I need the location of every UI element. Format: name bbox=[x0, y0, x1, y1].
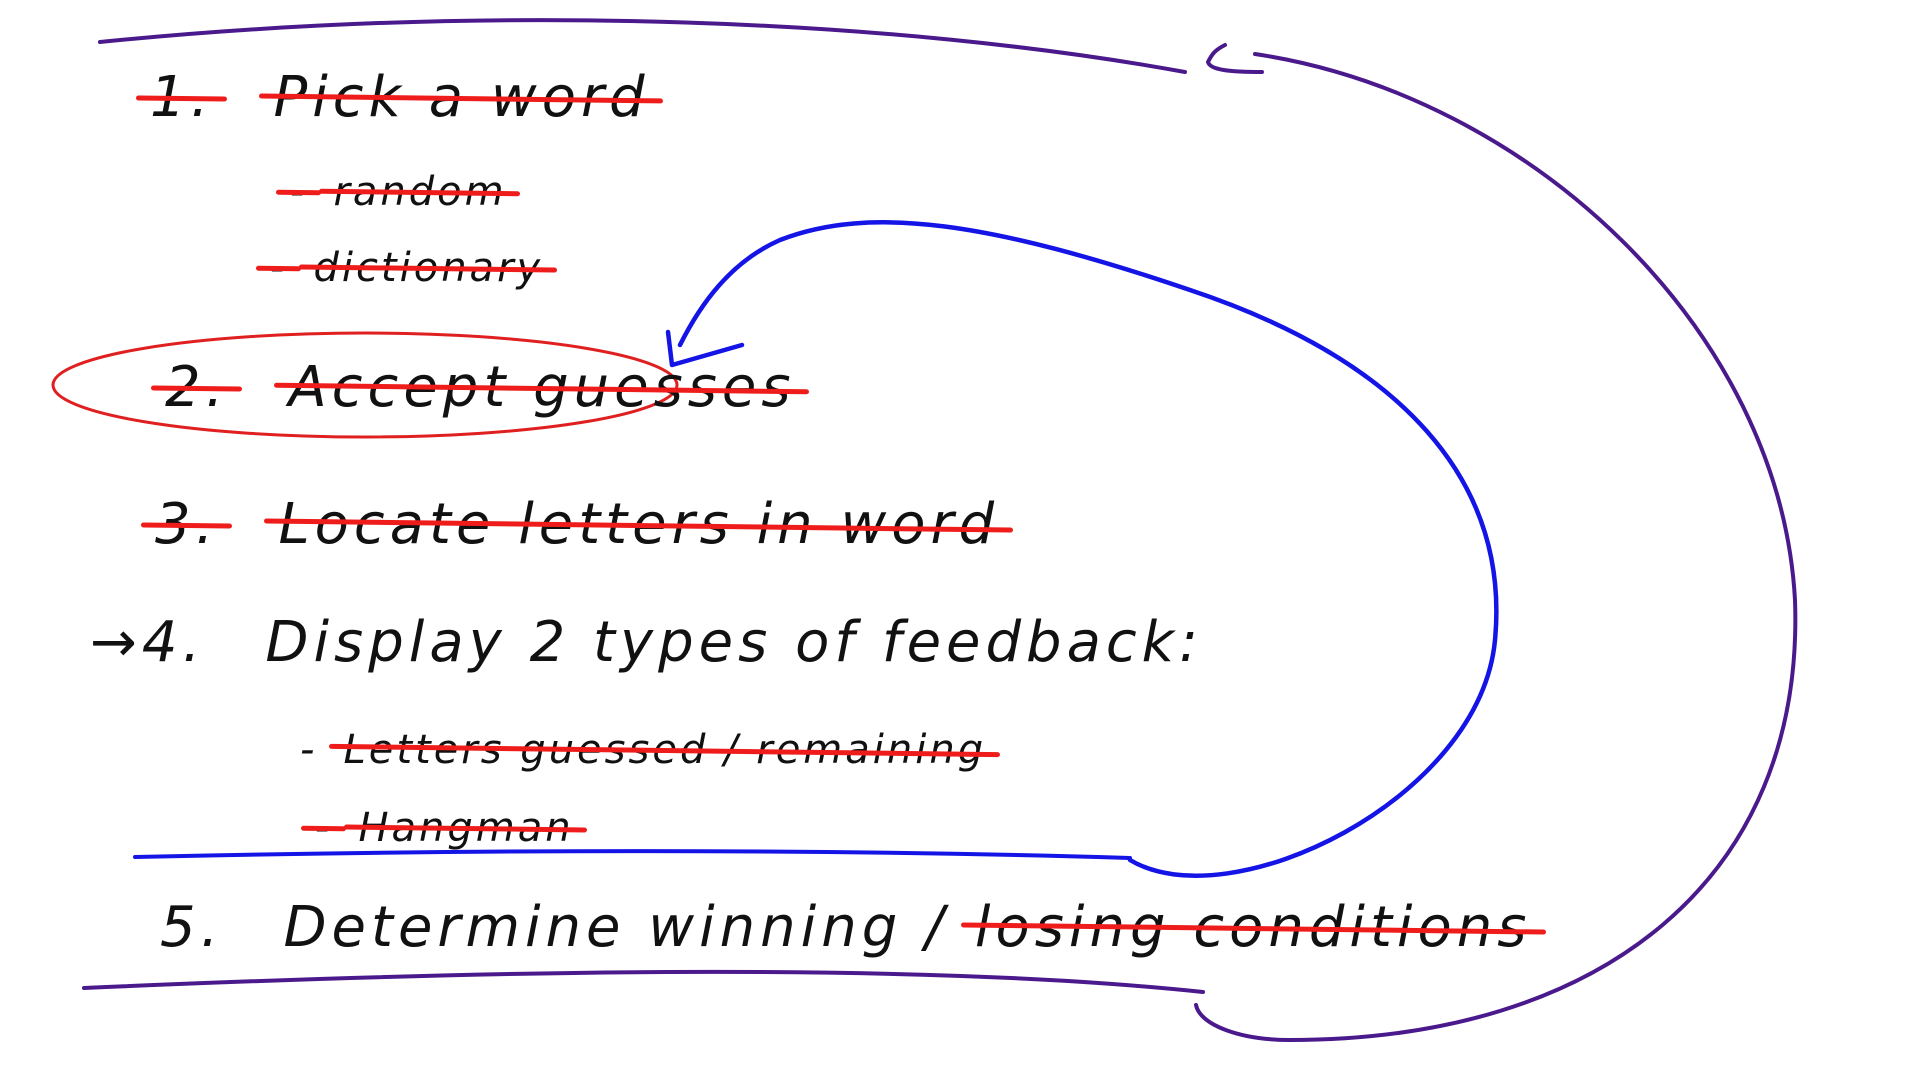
current-step-arrow-icon: → bbox=[90, 610, 142, 675]
step-3-number: 3. bbox=[155, 492, 219, 557]
step-2: 2.Accept guesses bbox=[165, 360, 796, 416]
step-4: →4.Display 2 types of feedback: bbox=[90, 615, 1203, 671]
step-3-text: Locate letters in word bbox=[278, 492, 1000, 557]
step-1: 1.Pick a word bbox=[150, 70, 650, 126]
step-1-text: Pick a word bbox=[273, 65, 650, 130]
step-1-number: 1. bbox=[150, 65, 214, 130]
outer-loop-bottom-line bbox=[82, 969, 1205, 994]
step-4-subitem-1-bullet: - bbox=[300, 727, 318, 773]
step-4-subitem-2: -Hangman bbox=[315, 808, 574, 848]
outer-loop-arrowhead bbox=[1205, 43, 1264, 74]
step-1-subitem-1-text: random bbox=[333, 169, 507, 215]
step-5-text: Determine winning / bbox=[283, 895, 949, 960]
step-4-subitem-2-text: Hangman bbox=[358, 805, 574, 851]
step-5-number: 5. bbox=[160, 895, 224, 960]
step-4-subitem-1-text: Letters guessed / remaining bbox=[343, 727, 987, 773]
step-4-subitem-2-bullet: - bbox=[315, 805, 333, 851]
step-2-text: Accept guesses bbox=[288, 355, 796, 420]
step-1-subitem-2-bullet: - bbox=[270, 245, 288, 291]
step-4-number: 4. bbox=[141, 610, 206, 675]
outer-loop-arrow bbox=[1194, 52, 1798, 1043]
step-1-subitem-1: -random bbox=[290, 172, 507, 212]
step-4-text: Display 2 types of feedback: bbox=[265, 610, 1203, 675]
step-5: 5.Determine winning /losing conditions bbox=[160, 900, 1531, 956]
step-2-number: 2. bbox=[165, 355, 229, 420]
blue-loop-arrow bbox=[677, 220, 1499, 878]
step-1-subitem-2-text: dictionary bbox=[313, 245, 544, 291]
step-5-struck-text: losing conditions bbox=[974, 895, 1532, 960]
step-1-subitem-1-bullet: - bbox=[290, 169, 308, 215]
step-1-subitem-2: -dictionary bbox=[270, 248, 543, 288]
outer-loop-top-line bbox=[98, 18, 1187, 74]
step-3: 3.Locate letters in word bbox=[155, 497, 999, 553]
step-4-subitem-1: -Letters guessed / remaining bbox=[300, 730, 986, 770]
blue-underline bbox=[133, 849, 1132, 860]
